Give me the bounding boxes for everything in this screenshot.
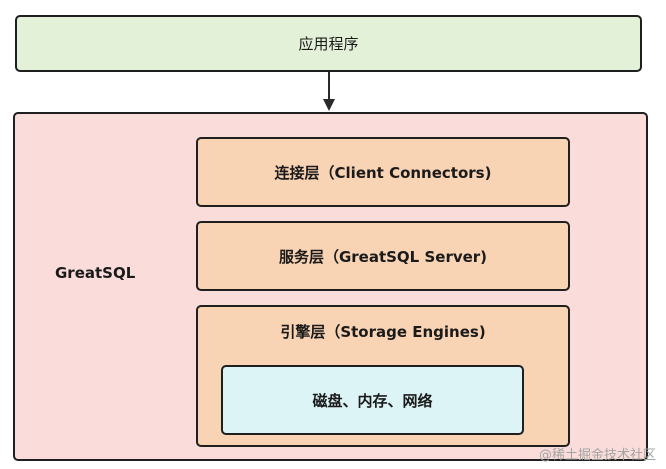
application-label: 应用程序 [298,35,359,53]
storage-label: 磁盘、内存、网络 [312,391,433,410]
connection-layer-box: 连接层（Client Connectors) [196,137,570,207]
service-layer-box: 服务层（GreatSQL Server) [196,221,570,291]
application-box: 应用程序 [15,15,642,72]
watermark: @稀土掘金技术社区 [538,448,656,463]
service-layer-label: 服务层（GreatSQL Server) [278,247,488,266]
greatsql-label: GreatSQL [55,264,136,282]
storage-box: 磁盘、内存、网络 [221,365,524,435]
connection-layer-label: 连接层（Client Connectors) [274,163,492,182]
engine-layer-label: 引擎层（Storage Engines) [280,323,486,341]
